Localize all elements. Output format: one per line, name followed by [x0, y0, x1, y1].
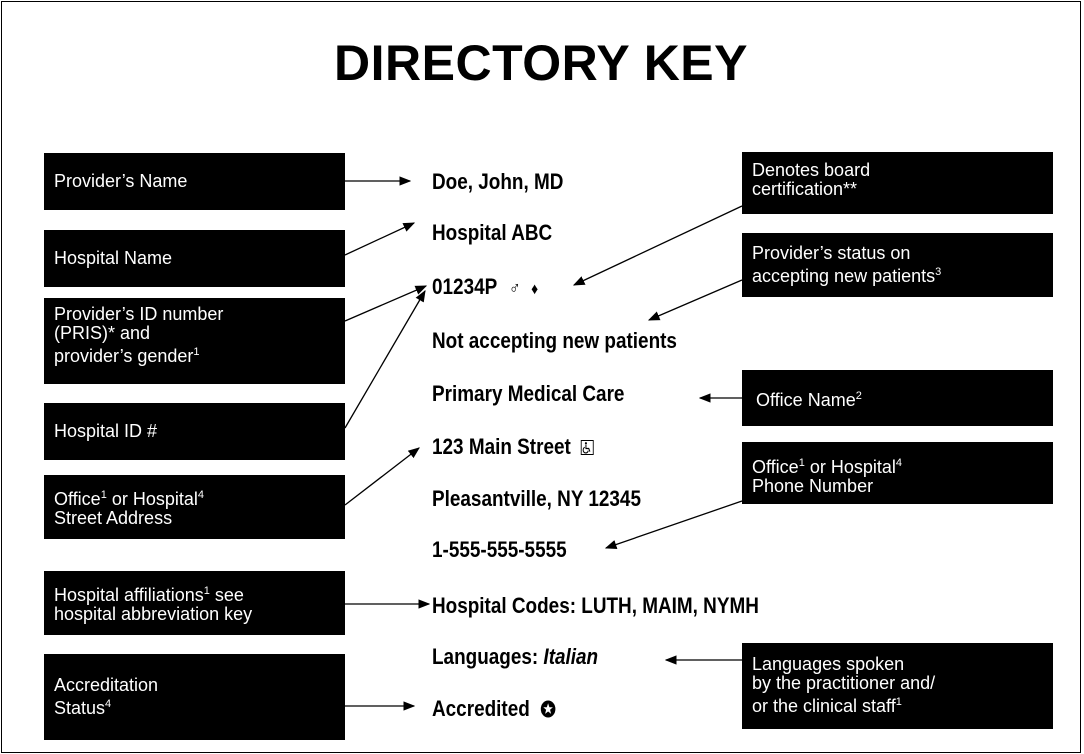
entry-city-state-zip: Pleasantville, NY 12345 [432, 486, 641, 511]
entry-languages: Languages: Italian [432, 644, 599, 669]
entry-phone-number: 1-555-555-5555 [432, 537, 567, 562]
star-circle-icon [540, 700, 556, 718]
page-title: DIRECTORY KEY [334, 35, 748, 91]
label-board-certification: Denotes board certification** [742, 152, 1053, 214]
label-office-name: Office Name2 [742, 370, 1053, 426]
label-phone-number: Office1 or Hospital4 Phone Number [742, 442, 1053, 504]
entry-accepting-status: Not accepting new patients [432, 328, 677, 353]
label-accreditation-status: Accreditation Status4 [44, 654, 345, 740]
entry-office-name: Primary Medical Care [432, 381, 625, 406]
entry-hospital-name: Hospital ABC [432, 220, 553, 245]
male-gender-icon: ♂ [509, 278, 521, 298]
arrow-accepting-status [647, 279, 743, 321]
entry-provider-name: Doe, John, MD [432, 169, 564, 194]
label-provider-id-gender: Provider’s ID number (PRIS)* and provide… [44, 298, 345, 384]
entry-street-address: 123 Main Street [432, 435, 595, 459]
arrow-board-certification [572, 205, 743, 286]
entry-provider-id: 01234P ♂ ♦ [432, 275, 538, 302]
label-hospital-id: Hospital ID # [44, 403, 345, 460]
label-providers-name: Provider’s Name [44, 153, 345, 210]
label-hospital-affiliations: Hospital affiliations1 see hospital abbr… [44, 571, 345, 635]
label-street-address: Office1 or Hospital4 Street Address [44, 475, 345, 539]
entry-accredited: Accredited [432, 697, 556, 721]
label-languages-spoken: Languages spoken by the practitioner and… [742, 643, 1053, 729]
wheelchair-icon [581, 440, 595, 455]
entry-hospital-codes: Hospital Codes: LUTH, MAIM, NYMH [432, 593, 759, 618]
arrow-phone-number [604, 500, 743, 549]
arrow-street-address [344, 447, 420, 506]
arrow-provider-id [344, 285, 428, 322]
label-accepting-status: Provider’s status on accepting new patie… [742, 233, 1053, 297]
label-hospital-name: Hospital Name [44, 230, 345, 287]
diamond-icon: ♦ [531, 281, 539, 298]
arrow-hospital-id [344, 289, 426, 429]
arrow-hospital-name [344, 222, 416, 256]
